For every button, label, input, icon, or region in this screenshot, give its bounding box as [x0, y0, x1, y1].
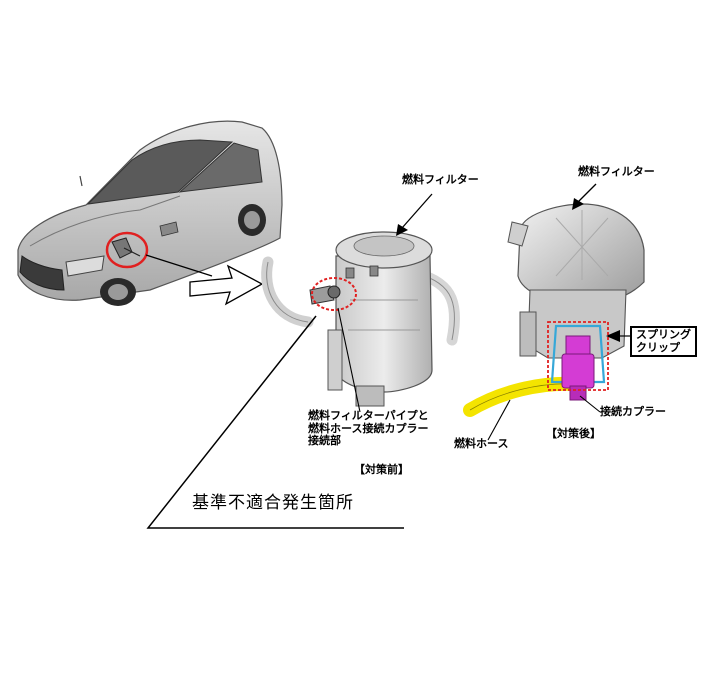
nonconformity-label: 基準不適合発生箇所	[192, 493, 354, 513]
clip-highlight-box	[547, 321, 609, 391]
connection-label: 燃料フィルターパイプと 燃料ホース接続カプラー 接続部	[308, 409, 429, 448]
after-caption: 【対策後】	[546, 427, 601, 440]
connection-label-line3: 接続部	[308, 434, 341, 448]
hose-leader-line	[487, 399, 511, 441]
fuel-filter-illustration	[261, 231, 461, 407]
fuel-filter-illustration	[463, 203, 645, 417]
arrowhead-icon	[606, 330, 620, 342]
connection-label-line1: 燃料フィルターパイプと	[308, 409, 429, 422]
spring-clip-label-line1: スプリング	[636, 328, 691, 341]
spring-clip-label-line2: クリップ	[636, 340, 680, 354]
car-leader-line	[145, 254, 213, 277]
fuel-filter-label-before: 燃料フィルター	[402, 173, 479, 186]
connection-leader-line	[337, 307, 361, 413]
car-illustration	[17, 120, 283, 306]
spring-clip-label: スプリング クリップ	[630, 326, 697, 358]
filter-leader-line-left	[401, 193, 433, 229]
coupler-leader-line	[579, 395, 601, 413]
car-location-circle	[105, 231, 149, 269]
before-caption: 【対策前】	[354, 463, 409, 476]
coupler-label: 接続カプラー	[600, 405, 666, 418]
arrowhead-icon	[396, 224, 408, 236]
nonconformity-callout-line	[146, 315, 404, 529]
connection-label-line2: 燃料ホース接続カプラー	[308, 421, 429, 435]
fuel-filter-label-after: 燃料フィルター	[578, 165, 655, 178]
fuel-hose-label: 燃料ホース	[454, 437, 509, 450]
arrowhead-icon	[572, 198, 584, 210]
filter-leader-line-right	[577, 183, 597, 203]
connection-highlight-circle	[311, 277, 357, 311]
arrow-right-icon	[189, 264, 264, 306]
